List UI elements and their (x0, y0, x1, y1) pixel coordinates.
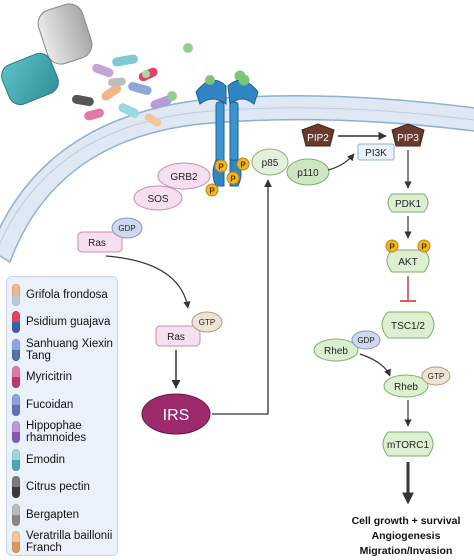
sos-node: SOS (133, 185, 183, 211)
svg-text:Ras: Ras (88, 238, 106, 249)
legend-item: Veratrilla baillonii Franch (12, 529, 113, 557)
capsule-icon (12, 503, 20, 526)
legend-item-label: Psidium guajava (26, 316, 111, 329)
svg-text:PI3K: PI3K (365, 148, 387, 159)
legend-item-label: Fucoidan (26, 398, 74, 411)
legend-item-label: Bergapten (26, 508, 80, 521)
svg-text:SOS: SOS (147, 194, 168, 205)
svg-text:TSC1/2: TSC1/2 (391, 321, 425, 332)
svg-text:Rheb: Rheb (394, 382, 418, 393)
pip3-node: PIP3 (391, 123, 425, 147)
akt-inhibits-tsc-arrow (400, 276, 416, 302)
ras-gdp-node: Ras GDP (77, 217, 143, 253)
p110-to-pi3k-arrow (327, 153, 355, 171)
outcome-labels: Cell growth + survival Angiogenesis Migr… (352, 515, 461, 557)
svg-text:P: P (218, 163, 224, 172)
legend-item-label: Citrus pectin (26, 481, 90, 494)
legend-item: Bergapten (12, 501, 113, 529)
mtorc1-node: mTORC1 (382, 431, 434, 457)
capsule-icon (12, 283, 20, 306)
capsule-icon (12, 421, 20, 444)
svg-text:mTORC1: mTORC1 (387, 440, 429, 451)
svg-text:IRS: IRS (163, 407, 190, 424)
teal-capsule-icon (1, 52, 59, 106)
svg-text:P: P (389, 243, 395, 252)
rheb-gtp-node: Rheb GTP (383, 366, 451, 398)
capsule-icon (12, 476, 20, 499)
p85-node: p85 (251, 148, 289, 176)
irs-node: IRS (141, 393, 211, 435)
legend-item-label: Hippophae rhamnoides (26, 420, 87, 445)
capsule-icon (12, 338, 20, 361)
svg-text:p110: p110 (297, 168, 319, 179)
p110-node: p110 (286, 158, 330, 186)
legend-item: Myricitrin (12, 364, 113, 392)
legend-item: Citrus pectin (12, 474, 113, 502)
pip2-node: PIP2 (301, 123, 335, 147)
legend-item: Hippophae rhamnoides (12, 419, 113, 447)
legend-item: Sanhuang Xiexin Tang (12, 336, 113, 364)
tsc-node: TSC1/2 (381, 311, 435, 339)
ras-gtp-node: Ras GTP (155, 311, 223, 347)
svg-text:GRB2: GRB2 (170, 172, 198, 183)
svg-text:AKT: AKT (398, 257, 417, 268)
ras-activation-arrow (105, 255, 191, 309)
legend-item-label: Sanhuang Xiexin Tang (26, 337, 113, 362)
svg-text:Ras: Ras (167, 332, 185, 343)
legend-item: Psidium guajava (12, 309, 113, 337)
svg-text:PDK1: PDK1 (395, 199, 422, 210)
svg-text:Rheb: Rheb (324, 346, 348, 357)
drug-capsules (1, 3, 246, 127)
capsule-icon (12, 448, 20, 471)
cell-membrane (0, 95, 474, 264)
outcome-line-3: Migration/Invasion (360, 545, 453, 557)
pdk1-node: PDK1 (387, 193, 429, 213)
rheb-activation-arrow (359, 353, 391, 377)
legend-item-label: Veratrilla baillonii Franch (26, 530, 113, 555)
svg-text:PIP2: PIP2 (307, 133, 329, 144)
svg-text:P: P (421, 243, 427, 252)
legend-item-label: Emodin (26, 453, 65, 466)
legend-item: Grifola frondosa (12, 281, 113, 309)
svg-text:GDP: GDP (118, 224, 135, 233)
legend-item-label: Grifola frondosa (26, 288, 108, 301)
svg-text:GTP: GTP (199, 318, 215, 327)
small-pill-icons (72, 54, 172, 127)
capsule-icon (12, 531, 20, 554)
svg-text:P: P (209, 187, 215, 196)
grb2-node: GRB2 (157, 162, 211, 190)
pi3k-node: PI3K (357, 143, 395, 161)
legend-item: Fucoidan (12, 391, 113, 419)
irs-to-pi3k-arrow (212, 179, 272, 415)
outcome-line-2: Angiogenesis (372, 530, 441, 542)
capsule-icon (12, 311, 20, 334)
rheb-gdp-node: Rheb GDP (313, 330, 381, 362)
legend-item: Emodin (12, 446, 113, 474)
legend-item-label: Myricitrin (26, 371, 72, 384)
capsule-icon (12, 366, 20, 389)
receptor-phospho-groups: P P P P (205, 157, 250, 197)
akt-node: AKT P P (385, 239, 431, 273)
insulin-receptor (195, 74, 259, 187)
svg-text:P: P (230, 175, 236, 184)
svg-text:PIP3: PIP3 (397, 133, 419, 144)
capsule-icon (12, 393, 20, 416)
svg-text:GTP: GTP (428, 372, 444, 381)
svg-text:p85: p85 (262, 158, 279, 169)
svg-text:P: P (240, 161, 246, 170)
large-capsule-icon (37, 3, 93, 65)
svg-text:GDP: GDP (357, 336, 374, 345)
outcome-line-1: Cell growth + survival (352, 515, 461, 527)
